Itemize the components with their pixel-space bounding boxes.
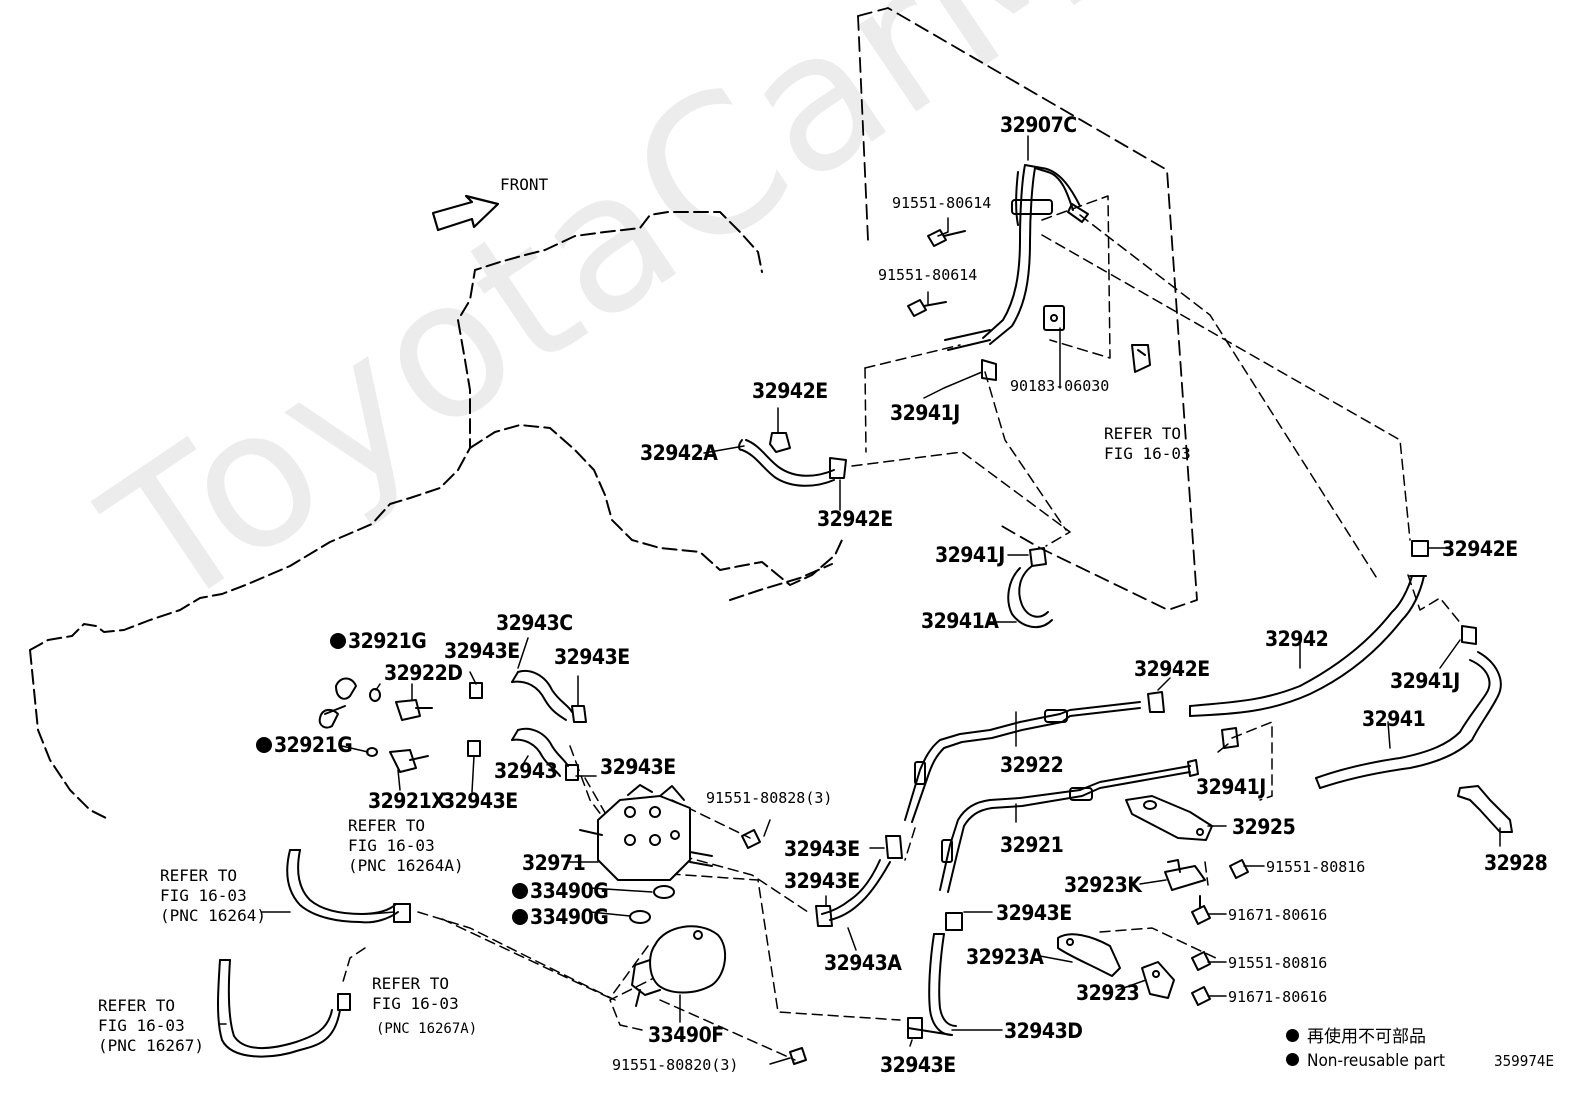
- part-label-33490G: 33490G: [512, 905, 609, 929]
- part-label-32943E: 32943E: [784, 869, 860, 893]
- non-reusable-dot-icon: [330, 633, 346, 649]
- part-label-32941J: 32941J: [935, 543, 1005, 567]
- o-rings: [366, 688, 675, 924]
- part-label-32943C: 32943C: [496, 611, 573, 635]
- part-label-32925: 32925: [1232, 815, 1296, 839]
- legend-item-en: Non-reusable part: [1286, 1050, 1445, 1072]
- refer-note-fig-16-03: REFER TO FIG 16-03: [1104, 424, 1191, 463]
- part-label-33490G-text: 33490G: [530, 905, 609, 929]
- non-reusable-dot-icon: [512, 883, 528, 899]
- part-label-91551-80816: 91551-80816: [1228, 954, 1328, 972]
- part-label-32941A: 32941A: [921, 609, 999, 633]
- refer-note-pnc-16264: REFER TO FIG 16-03 (PNC 16264): [160, 866, 266, 925]
- figure-id: 359974E: [1494, 1052, 1555, 1070]
- part-label-32921: 32921: [1000, 833, 1064, 857]
- part-label-32923K: 32923K: [1064, 873, 1142, 897]
- part-label-32943: 32943: [494, 759, 558, 783]
- refer-note-pnc-16264A: REFER TO FIG 16-03 (PNC 16264A): [348, 816, 464, 875]
- part-label-32941J: 32941J: [1390, 669, 1460, 693]
- part-label-32971: 32971: [522, 851, 586, 875]
- part-label-90183-06030: 90183-06030: [1010, 377, 1110, 395]
- part-label-33490G: 33490G: [512, 879, 609, 903]
- legend-text: 再使用不可部品: [1307, 1027, 1426, 1047]
- refer-note-pnc-16267A-code: (PNC 16267A): [376, 1021, 478, 1037]
- refer-note-pnc-16267A: REFER TO FIG 16-03: [372, 974, 459, 1013]
- non-reusable-dot-icon: [512, 909, 528, 925]
- brackets: [1057, 785, 1513, 999]
- part-label-32943A: 32943A: [824, 951, 902, 975]
- part-label-91671-80616: 91671-80616: [1228, 906, 1328, 924]
- part-label-32921G: 32921G: [256, 733, 353, 757]
- union-fittings: [318, 677, 433, 773]
- bolt-icons: [741, 229, 1249, 1065]
- part-label-32941J: 32941J: [1196, 775, 1266, 799]
- non-reusable-dot-icon: [1286, 1053, 1299, 1066]
- part-label-32942E: 32942E: [817, 507, 893, 531]
- part-label-91551-80820: 91551-80820(3): [612, 1056, 739, 1074]
- part-label-32907C: 32907C: [1000, 113, 1077, 137]
- part-label-32942A: 32942A: [640, 441, 718, 465]
- part-label-32941: 32941: [1362, 707, 1426, 731]
- part-label-32943E: 32943E: [600, 755, 676, 779]
- part-label-32942E: 32942E: [1442, 537, 1518, 561]
- part-label-91551-80614: 91551-80614: [892, 194, 992, 212]
- legend-item-jp: 再使用不可部品: [1286, 1026, 1426, 1048]
- part-label-32922: 32922: [1000, 753, 1064, 777]
- part-label-32921X: 32921X: [368, 789, 446, 813]
- clip-90183-06030: [1043, 305, 1151, 373]
- front-label: FRONT: [500, 175, 549, 194]
- part-label-32928: 32928: [1484, 851, 1548, 875]
- pipe-32921: [939, 759, 1199, 893]
- part-label-32921G-text: 32921G: [274, 733, 353, 757]
- pump-33490F: [631, 925, 727, 1007]
- part-label-32923A: 32923A: [966, 945, 1044, 969]
- part-label-32943E: 32943E: [784, 837, 860, 861]
- transmission-outline: [29, 211, 843, 821]
- part-label-32942: 32942: [1265, 627, 1329, 651]
- legend-text: Non-reusable part: [1307, 1051, 1445, 1071]
- part-label-32943E: 32943E: [442, 789, 518, 813]
- part-label-32921G-text: 32921G: [348, 629, 427, 653]
- part-label-91551-80816: 91551-80816: [1266, 858, 1366, 876]
- part-label-91551-80614: 91551-80614: [878, 266, 978, 284]
- part-label-33490F: 33490F: [648, 1023, 724, 1047]
- part-label-32921G: 32921G: [330, 629, 427, 653]
- part-label-33490G-text: 33490G: [530, 879, 609, 903]
- front-arrow-icon: [431, 194, 500, 232]
- part-label-32942E: 32942E: [752, 379, 828, 403]
- part-label-32943D: 32943D: [1004, 1019, 1083, 1043]
- non-reusable-dot-icon: [256, 737, 272, 753]
- pipe-32907C: [944, 164, 1089, 351]
- part-label-32923: 32923: [1076, 981, 1140, 1005]
- solid-leaders: [219, 135, 1501, 1065]
- hose-clamp-icons: [337, 359, 1477, 1039]
- part-label-32943E: 32943E: [880, 1053, 956, 1077]
- refer-note-pnc-16267: REFER TO FIG 16-03 (PNC 16267): [98, 996, 204, 1055]
- part-label-91671-80616: 91671-80616: [1228, 988, 1328, 1006]
- pipe-32922: [904, 701, 1141, 823]
- vacuum-pump-32971: [579, 784, 713, 881]
- part-label-32941J: 32941J: [890, 401, 960, 425]
- part-label-32943E: 32943E: [996, 901, 1072, 925]
- part-label-32943E: 32943E: [554, 645, 630, 669]
- part-label-91551-80828: 91551-80828(3): [706, 789, 833, 807]
- part-label-32922D: 32922D: [384, 661, 463, 685]
- part-label-32943E: 32943E: [444, 639, 520, 663]
- part-label-32942E: 32942E: [1134, 657, 1210, 681]
- non-reusable-dot-icon: [1286, 1029, 1299, 1042]
- hoses: [217, 439, 1502, 1058]
